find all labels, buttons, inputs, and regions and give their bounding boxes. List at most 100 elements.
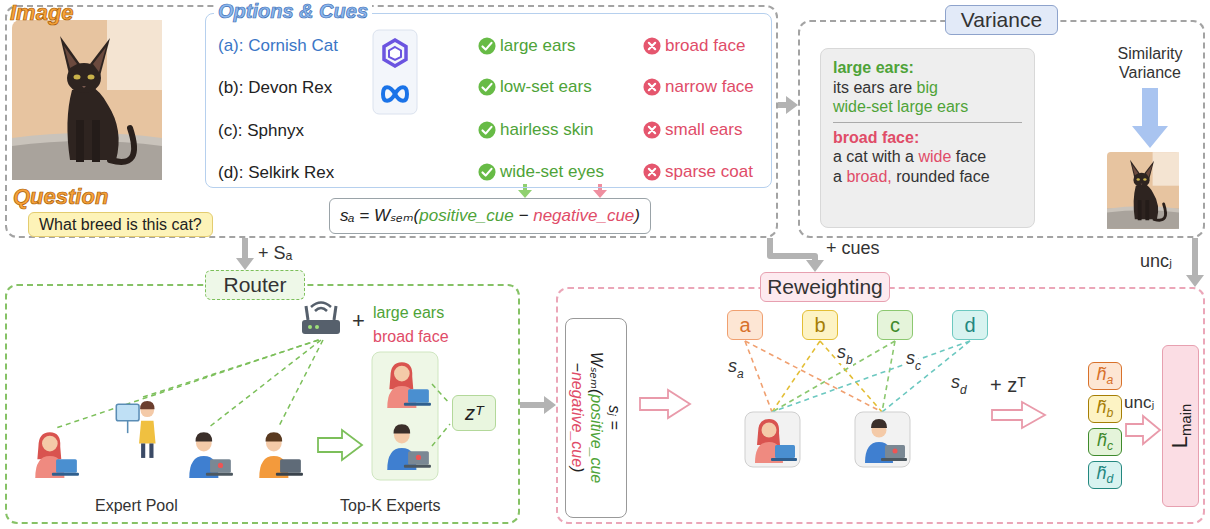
- weight-subscript: a: [737, 367, 744, 381]
- cross-icons: [643, 78, 660, 95]
- hidden-state-box: h̃a: [1088, 362, 1122, 390]
- connector-arrow: [1186, 238, 1204, 287]
- option-text: (d): Selkirk Rex: [218, 163, 334, 183]
- text-line: d: [964, 313, 975, 337]
- connector-arrow: [770, 238, 824, 272]
- top-k-group: [372, 352, 438, 480]
- node-text: its ears are: [833, 79, 912, 96]
- expert-pool: [116, 401, 155, 458]
- edge-label: + cues: [824, 238, 882, 259]
- weight-subscript: d: [960, 383, 967, 397]
- select-arrow: [318, 430, 362, 460]
- plus-sign: +: [352, 308, 365, 334]
- connector-arrow: [520, 396, 556, 414]
- selected-experts: [855, 412, 910, 467]
- cat-photo-small: [1107, 152, 1179, 229]
- node-text: −: [569, 363, 586, 372]
- node-text: sₐ = Wₛₑₘ(: [340, 206, 419, 225]
- formula-box: sⱼ =Wₛₑₘ(positive_cue−negative_cue): [565, 318, 627, 518]
- hidden-state-box: h̃c: [1088, 428, 1122, 456]
- cue-arrows: [593, 190, 607, 198]
- text-holder: zᵀ: [453, 396, 495, 430]
- node-text: wide-set large ears: [833, 98, 968, 115]
- edge-label: uncⱼ: [1138, 250, 1174, 272]
- node-text: positive_cue: [588, 394, 605, 483]
- text-holder: h̃b: [1089, 396, 1121, 422]
- node-text: large ears:: [833, 59, 914, 76]
- loss-arrow: [1126, 416, 1160, 444]
- arrow-head: [1186, 275, 1204, 287]
- cue-description-box: large ears: its ears arebigwide-set large…: [820, 48, 1035, 228]
- weight-links: [882, 341, 895, 412]
- hidden-state-box: h̃b: [1088, 395, 1122, 423]
- text-holder: large ears: its ears arebigwide-set large…: [821, 49, 1034, 227]
- cue-arrows: [518, 190, 532, 198]
- node-text: ): [634, 206, 640, 225]
- cat-photo-small: [1107, 152, 1179, 229]
- weight-subscript: c: [915, 359, 921, 373]
- router-icon: [302, 303, 340, 335]
- top-k-group: [372, 352, 438, 480]
- connector-line: [242, 238, 248, 260]
- reweighting-panel: Reweightingsⱼ =Wₛₑₘ(positive_cue−negativ…: [556, 287, 1205, 524]
- hidden-state-box: h̃d: [1088, 461, 1122, 489]
- node-text: a: [833, 168, 842, 185]
- panel-title-tab: Router: [205, 270, 305, 300]
- text-line: h̃b: [1097, 397, 1114, 421]
- node-text: Wₛₑₘ(: [588, 352, 605, 395]
- router-links: [56, 340, 318, 428]
- check-icons: [478, 121, 495, 138]
- selected-experts: [745, 412, 910, 467]
- node-text: wide: [918, 148, 951, 165]
- node-text: h̃: [1097, 397, 1107, 417]
- selected-experts: [745, 412, 800, 467]
- annotation-text: Similarity Variance: [1102, 44, 1198, 82]
- option-box: b: [802, 310, 838, 340]
- text-holder: sⱼ =Wₛₑₘ(positive_cue−negative_cue): [566, 319, 625, 516]
- node-text: h̃: [1097, 364, 1107, 384]
- option-text: (a): Cornish Cat: [218, 36, 338, 56]
- option-text: (c): Sphnyx: [218, 121, 304, 141]
- negative-cue: broad face: [665, 36, 745, 56]
- panel-title-tab: Reweighting: [760, 272, 890, 302]
- positive-cue: wide-set eyes: [500, 162, 604, 182]
- question-title: Question: [13, 184, 108, 210]
- text-line: a cat with awideface: [833, 147, 986, 167]
- text-line: zᵀ: [465, 401, 483, 425]
- option-box: a: [727, 310, 763, 340]
- text-line: its ears arebig: [833, 78, 938, 98]
- question-box: QuestionWhat breed is this cat?: [28, 212, 213, 237]
- text-line: Wₛₑₘ(positive_cue: [586, 352, 604, 484]
- node-text: d: [1107, 472, 1114, 486]
- similarity-arrow: [1132, 88, 1168, 148]
- option-box: c: [877, 310, 913, 340]
- node-text: broad,: [846, 168, 891, 185]
- node-text: a cat with a: [833, 148, 914, 165]
- router-icon: [302, 303, 340, 335]
- arrow-head: [806, 260, 824, 272]
- text-holder: sₐ = Wₛₑₘ(positive_cue−negative_cue): [340, 206, 640, 227]
- text-holder: c: [878, 311, 912, 339]
- node-text: d: [964, 314, 975, 336]
- negative-cue: small ears: [665, 120, 742, 140]
- annotation-text: uncⱼ: [1124, 392, 1154, 413]
- text-line: Lmain: [1166, 403, 1195, 448]
- text-line: h̃c: [1097, 430, 1113, 454]
- connector-line: [1192, 238, 1198, 277]
- negative-cue: sparse coat: [665, 162, 753, 182]
- input-panel: ImageOptions & CuesQuestionWhat breed is…: [5, 5, 778, 238]
- text-line: large ears:: [833, 58, 914, 78]
- text-line: broad face:: [833, 128, 919, 148]
- text-holder: b: [803, 311, 837, 339]
- arrow-head: [544, 396, 556, 414]
- router-links: [208, 340, 321, 428]
- formula-box: sₐ = Wₛₑₘ(positive_cue−negative_cue): [329, 198, 651, 234]
- node-text: sⱼ =: [606, 405, 623, 430]
- text-holder: h̃d: [1089, 462, 1121, 488]
- reweight-arrow: [640, 390, 690, 418]
- node-text: ): [569, 467, 586, 472]
- text-line: sⱼ =: [605, 405, 623, 430]
- annotation-text: + zᵀ: [990, 374, 1026, 397]
- text-holder: d: [953, 311, 987, 339]
